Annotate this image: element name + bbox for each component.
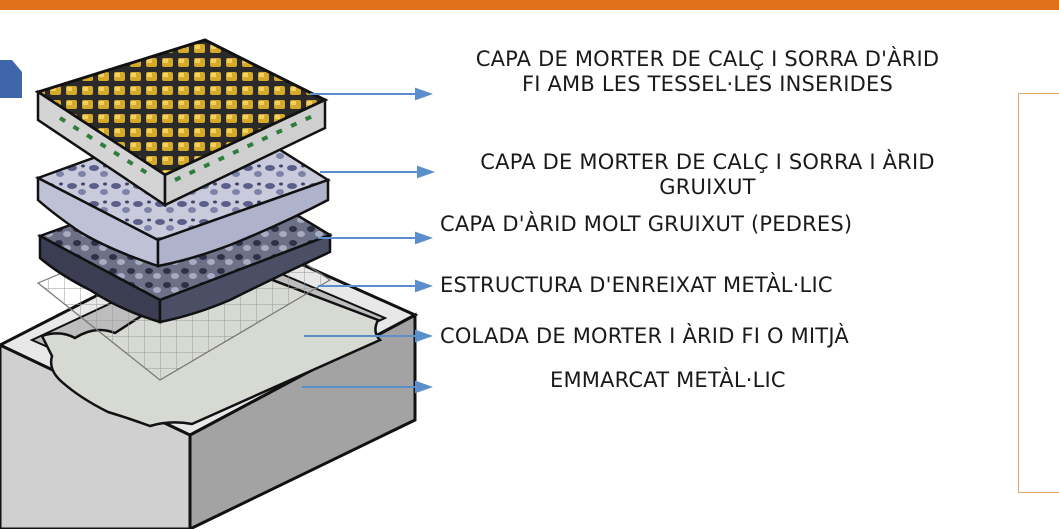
layer-6-label: EMMARCAT METÀL·LIC xyxy=(550,368,786,392)
label-arrows xyxy=(302,87,435,394)
blue-tab-top xyxy=(0,60,22,98)
layer-2-label-line2: GRUIXUT xyxy=(659,175,756,199)
layer-1-label-line1: CAPA DE MORTER DE CALÇ I SORRA D'ÀRID xyxy=(475,47,940,71)
layer-5-label: COLADA DE MORTER I ÀRID FI O MITJÀ xyxy=(440,324,849,348)
layer-1-label-line2: FI AMB LES TESSEL·LES INSERIDES xyxy=(521,72,894,96)
side-frame-box xyxy=(1018,93,1059,493)
layer-1-label: CAPA DE MORTER DE CALÇ I SORRA D'ÀRID FI… xyxy=(410,47,1005,97)
accent-bar xyxy=(0,0,1059,10)
layer-4-label: ESTRUCTURA D'ENREIXAT METÀL·LIC xyxy=(440,273,833,297)
layer-2-label-line1: CAPA DE MORTER DE CALÇ I SORRA I ÀRID xyxy=(480,150,935,174)
layer-2-label: CAPA DE MORTER DE CALÇ I SORRA I ÀRID GR… xyxy=(420,150,995,200)
tessera-layer xyxy=(34,38,329,208)
layer-3-label: CAPA D'ÀRID MOLT GRUIXUT (PEDRES) xyxy=(440,212,853,236)
